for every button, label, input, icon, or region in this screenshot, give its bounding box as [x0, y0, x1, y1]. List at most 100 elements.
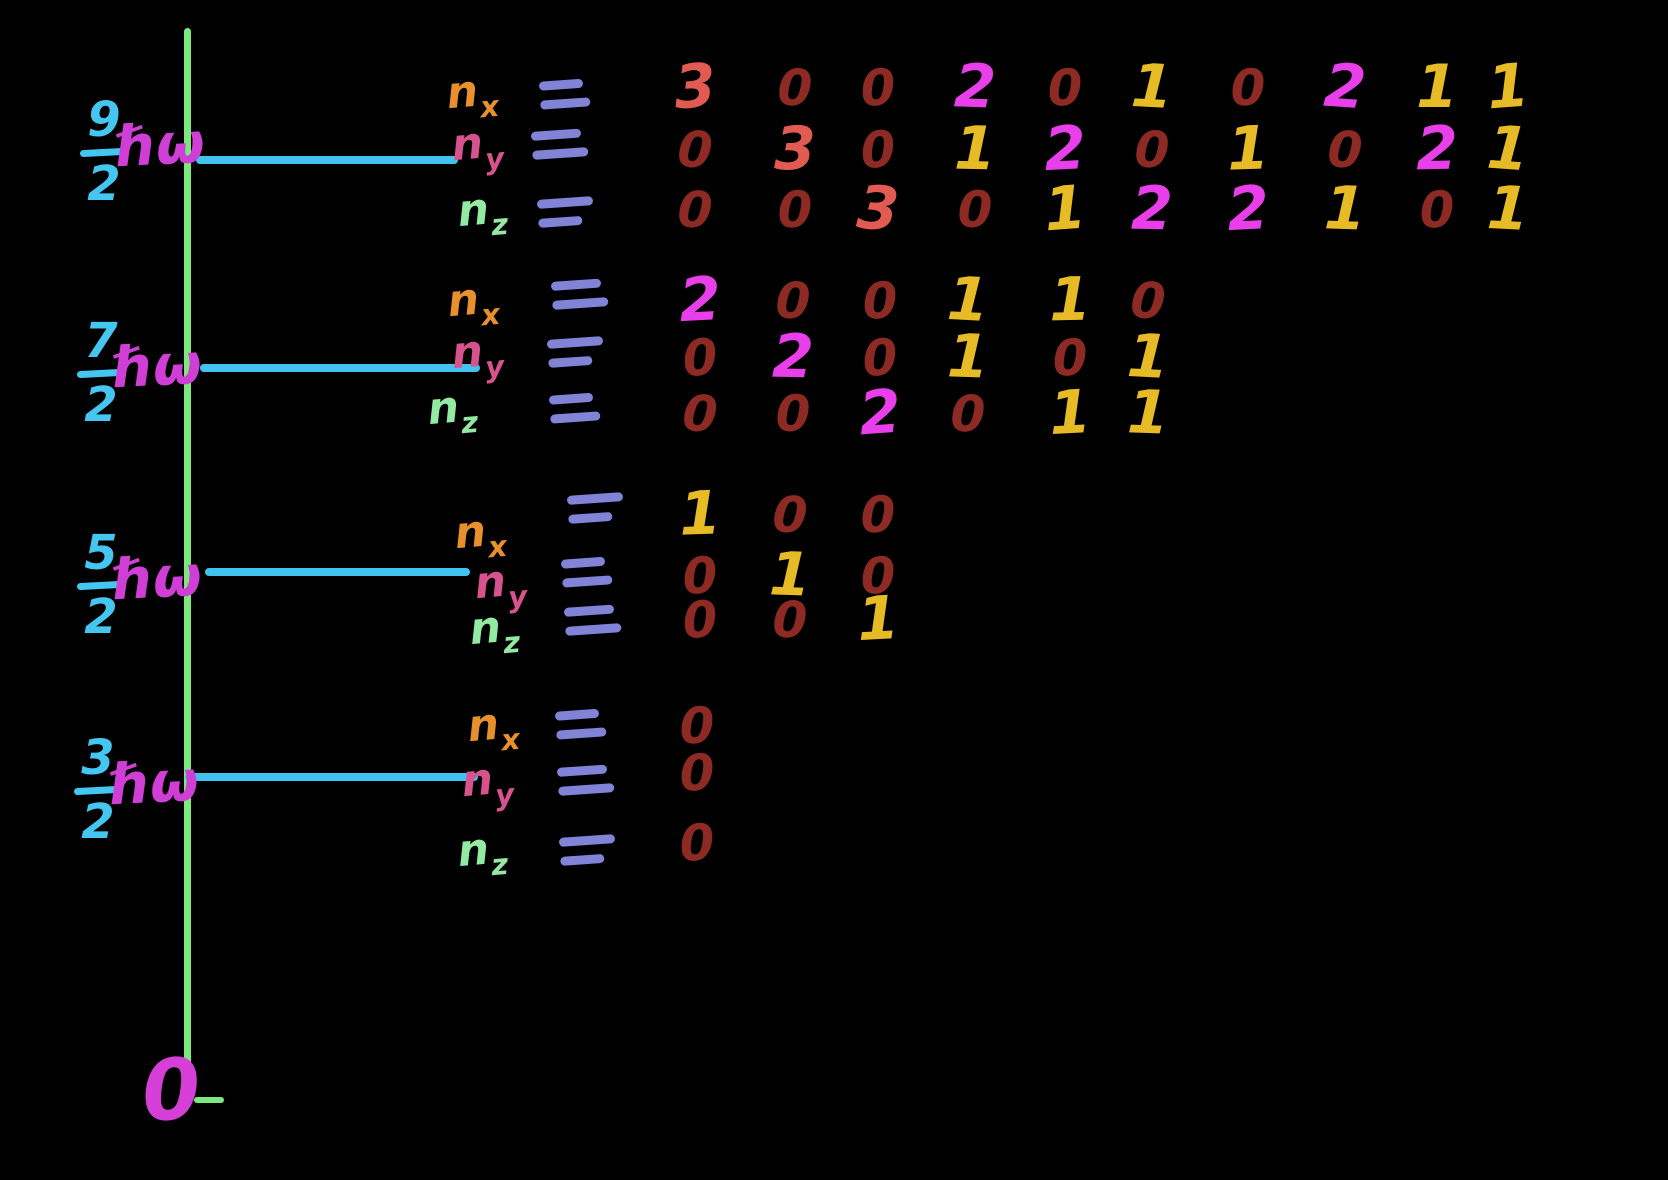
digit-cell: 0	[1046, 57, 1084, 118]
equals-stroke	[552, 297, 609, 310]
qn-row-label-ny: ny	[449, 117, 506, 177]
digit-cell: 0	[678, 812, 716, 873]
digit-cell: 0	[774, 270, 812, 331]
qn-base: n	[455, 823, 492, 878]
equals-stroke	[550, 278, 602, 291]
digit-cell: 0	[861, 327, 899, 388]
energy-unit: ℏω	[111, 331, 204, 402]
equals-stroke	[548, 392, 594, 405]
qn-subscript: x	[478, 88, 501, 125]
digit-cell: 0	[859, 57, 897, 118]
equals-stroke	[566, 492, 624, 505]
digit-cell: 0	[1418, 179, 1456, 240]
digit-cell: 3	[671, 50, 719, 124]
level-line	[185, 773, 478, 781]
digit-cell: 0	[1051, 327, 1089, 388]
fraction-numerator: 5	[84, 525, 118, 581]
digit-cell: 0	[957, 180, 993, 239]
equals-stroke	[550, 411, 601, 424]
digit-cell: 3	[774, 114, 816, 184]
qn-base: n	[459, 753, 496, 808]
fraction-denominator: 2	[84, 377, 118, 433]
equals-sign	[554, 708, 608, 749]
digit-cell: 0	[680, 327, 720, 388]
digit-cell: 2	[677, 263, 723, 337]
qn-base: n	[472, 555, 509, 610]
digit-cell: 2	[1415, 113, 1459, 185]
digit-cell: 1	[1322, 173, 1368, 245]
fraction-numerator: 7	[84, 313, 118, 369]
digit-cell: 0	[680, 589, 720, 650]
digit-cell: 2	[771, 321, 815, 393]
equals-stroke	[538, 215, 583, 228]
equals-stroke	[536, 196, 594, 209]
fraction-denominator: 2	[81, 794, 115, 850]
equals-stroke	[558, 834, 616, 847]
digit-cell: 0	[675, 119, 715, 180]
digit-cell: 1	[1048, 264, 1092, 336]
digit-cell: 1	[1125, 377, 1171, 449]
fraction-numerator: 9	[87, 92, 121, 148]
digit-cell: 1	[1485, 172, 1531, 246]
equals-stroke	[538, 78, 584, 91]
equals-sign	[538, 78, 592, 119]
digit-cell: 0	[1128, 270, 1168, 331]
qn-row-label-nx: nx	[465, 699, 522, 758]
qn-subscript: x	[499, 721, 522, 758]
qn-row-label-ny: ny	[459, 753, 515, 813]
equals-sign	[548, 392, 602, 433]
qn-subscript: y	[483, 348, 506, 385]
equals-sign	[530, 128, 590, 170]
digit-cell: 1	[677, 478, 723, 550]
digit-cell: 1	[1129, 50, 1175, 124]
qn-base: n	[449, 117, 486, 172]
digit-cell: 2	[1225, 172, 1271, 246]
equals-stroke	[546, 336, 604, 349]
qn-base: n	[455, 183, 492, 238]
digit-cell: 0	[678, 742, 716, 803]
digit-cell: 0	[775, 384, 811, 443]
qn-row-label-nz: nz	[455, 823, 509, 883]
digit-cell: 0	[860, 485, 896, 544]
equals-sign	[566, 492, 626, 534]
digit-cell: 1	[1041, 172, 1089, 246]
qn-base: n	[452, 505, 489, 560]
qn-base: n	[467, 601, 504, 656]
digit-cell: 1	[1484, 112, 1532, 186]
qn-base: n	[444, 65, 481, 120]
digit-cell: 1	[953, 113, 997, 185]
equals-stroke	[556, 764, 608, 777]
equals-stroke	[532, 147, 589, 160]
digit-cell: 1	[1047, 376, 1093, 450]
qn-row-label-nx: nx	[444, 65, 501, 125]
equals-stroke	[563, 604, 615, 617]
equals-sign	[563, 604, 623, 646]
equals-stroke	[560, 853, 605, 866]
level-line	[205, 568, 470, 576]
qn-subscript: z	[489, 206, 510, 243]
qn-subscript: y	[483, 140, 506, 177]
equals-stroke	[540, 97, 591, 110]
qn-row-label-ny: ny	[449, 326, 506, 385]
fraction-denominator: 2	[84, 589, 118, 645]
qn-row-label-nz: nz	[425, 382, 480, 441]
digit-cell: 0	[680, 383, 720, 444]
equals-stroke	[530, 128, 582, 141]
digit-cell: 0	[777, 58, 813, 117]
fraction-denominator: 2	[87, 156, 121, 212]
origin-label: 0	[138, 1039, 204, 1141]
qn-subscript: z	[501, 624, 522, 661]
qn-row-label-nz: nz	[467, 601, 522, 661]
equals-sign	[560, 556, 614, 597]
qn-row-label-nz: nz	[455, 183, 510, 243]
equals-sign	[546, 336, 606, 378]
digit-cell: 0	[772, 590, 808, 649]
digit-cell: 2	[952, 51, 998, 123]
qn-subscript: z	[459, 404, 480, 441]
digit-cell: 2	[1321, 50, 1369, 124]
digit-cell: 1	[855, 582, 901, 656]
equals-sign	[556, 764, 616, 806]
digit-cell: 2	[856, 376, 904, 450]
digit-cell: 0	[858, 119, 898, 180]
